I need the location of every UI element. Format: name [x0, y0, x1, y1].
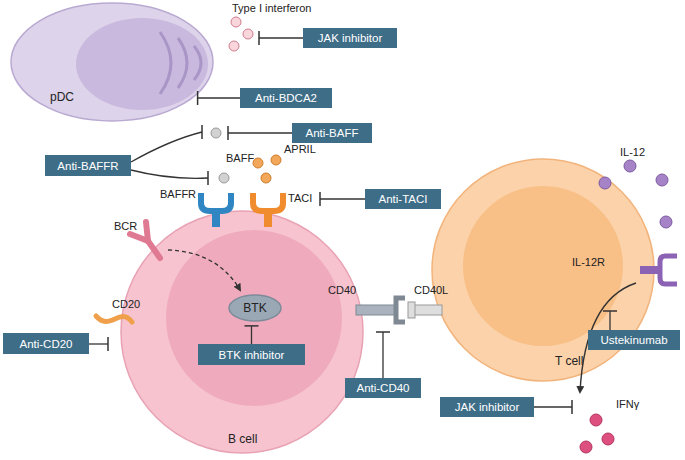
drug-name: Ustekinumab: [600, 334, 667, 346]
molecule-label: Type I interferon: [232, 2, 312, 14]
inhibition-bar: [376, 331, 390, 333]
drug-box: Anti-BDCA2: [240, 88, 332, 108]
inhibition-bar: [571, 400, 573, 414]
inhibition-bar: [258, 31, 260, 45]
drug-box: Anti-TACI: [365, 189, 441, 209]
drug-name: JAK inhibitor: [318, 32, 383, 44]
inhibition-connector: [198, 91, 240, 105]
drug-name: BTK inhibitor: [219, 349, 285, 361]
cell-nucleus: [76, 18, 208, 110]
inhibition-line: [89, 343, 108, 344]
il12-molecule: [660, 216, 672, 228]
baff-molecule: [219, 173, 229, 183]
interferon-molecule: [229, 41, 239, 51]
baff-molecule: [211, 128, 221, 138]
b-cell-shape: [120, 210, 364, 454]
inhibition-line: [259, 37, 303, 38]
inhibition-line: [382, 332, 383, 378]
inhibition-line: [198, 97, 240, 98]
drug-box: JAK inhibitor: [440, 397, 534, 417]
drug-box: Anti-CD20: [3, 333, 89, 354]
interferon-molecule: [243, 29, 253, 39]
inhibition-line: [320, 198, 365, 199]
molecule-label: CD20: [112, 298, 140, 310]
drug-name: Anti-CD20: [19, 338, 72, 350]
cell-nucleus: [463, 186, 623, 346]
april-molecule: [261, 173, 271, 183]
april-molecule: [253, 158, 263, 168]
molecule-label: APRIL: [284, 143, 316, 155]
cell-membrane: [11, 3, 213, 121]
ifng-molecule: [590, 414, 602, 426]
bcr-receptor: [146, 222, 148, 241]
drug-name: Anti-TACI: [379, 193, 428, 205]
taci-receptor: [253, 193, 283, 211]
inhibition-bar: [201, 125, 203, 139]
drug-name: JAK inhibitor: [455, 401, 520, 413]
cell-label: BTK: [243, 301, 266, 315]
inhibition-bar: [227, 126, 229, 140]
cell-membrane: [121, 211, 363, 453]
cd40-receptor-cup: [396, 298, 405, 322]
inhibition-line: [534, 406, 572, 407]
interferon-molecule: [231, 17, 241, 27]
inhibition-line: [131, 132, 202, 162]
baffr-receptor: [201, 193, 231, 211]
drug-box: JAK inhibitor: [303, 28, 397, 48]
drug-name: Anti-BDCA2: [255, 92, 317, 104]
cd40l-ligand-head: [408, 302, 415, 318]
april-molecule: [271, 155, 281, 165]
molecule-label: BAFF: [226, 152, 254, 164]
molecule-label: TACI: [288, 192, 312, 204]
drug-box: Ustekinumab: [588, 330, 680, 350]
drug-name: Anti-CD40: [356, 382, 409, 394]
pdc-cell-shape: [10, 2, 214, 122]
molecule-label: IFNγ: [616, 398, 639, 410]
molecule-label: BCR: [114, 220, 137, 232]
bcr-receptor: [130, 234, 148, 241]
drug-name: Anti-BAFFR: [57, 160, 118, 172]
il12-molecule: [624, 160, 636, 172]
ifng-molecule: [580, 441, 592, 453]
molecule-label: IL-12R: [572, 256, 605, 268]
inhibition-line: [228, 132, 292, 133]
molecule-label: IL-12: [620, 146, 645, 158]
molecule-label: CD40: [328, 284, 356, 296]
inhibition-bar: [319, 192, 321, 206]
b-cell: B cell BTK BTK inhibitor: [120, 210, 364, 454]
il12-molecule: [656, 174, 668, 186]
cell-nucleus: [166, 230, 342, 406]
inhibition-bar: [107, 337, 109, 351]
drug-box: Anti-BAFFR: [45, 155, 131, 176]
inhibition-line: [131, 170, 208, 178]
molecule-label: BAFFR: [160, 188, 196, 200]
cell-label: pDC: [50, 90, 74, 104]
inhibition-bar: [207, 171, 209, 185]
pdc-cell: pDC: [10, 2, 214, 122]
ifng-molecule: [602, 433, 614, 445]
drug-box: BTK inhibitor: [198, 344, 305, 365]
endoplasmic-reticulum: [160, 32, 171, 94]
cell-label: B cell: [228, 432, 257, 446]
drug-name: Anti-BAFF: [305, 127, 358, 139]
molecule-label: CD40L: [414, 284, 448, 296]
drug-box: Anti-CD40: [345, 378, 421, 398]
btk-protein: BTK: [228, 294, 282, 322]
endoplasmic-reticulum: [178, 38, 187, 88]
endoplasmic-reticulum: [194, 46, 201, 80]
drug-box: Anti-BAFF: [292, 123, 372, 143]
cell-label: T cell: [555, 354, 583, 368]
il12r-receptor-cup: [660, 256, 677, 284]
cell-membrane: [229, 295, 281, 321]
